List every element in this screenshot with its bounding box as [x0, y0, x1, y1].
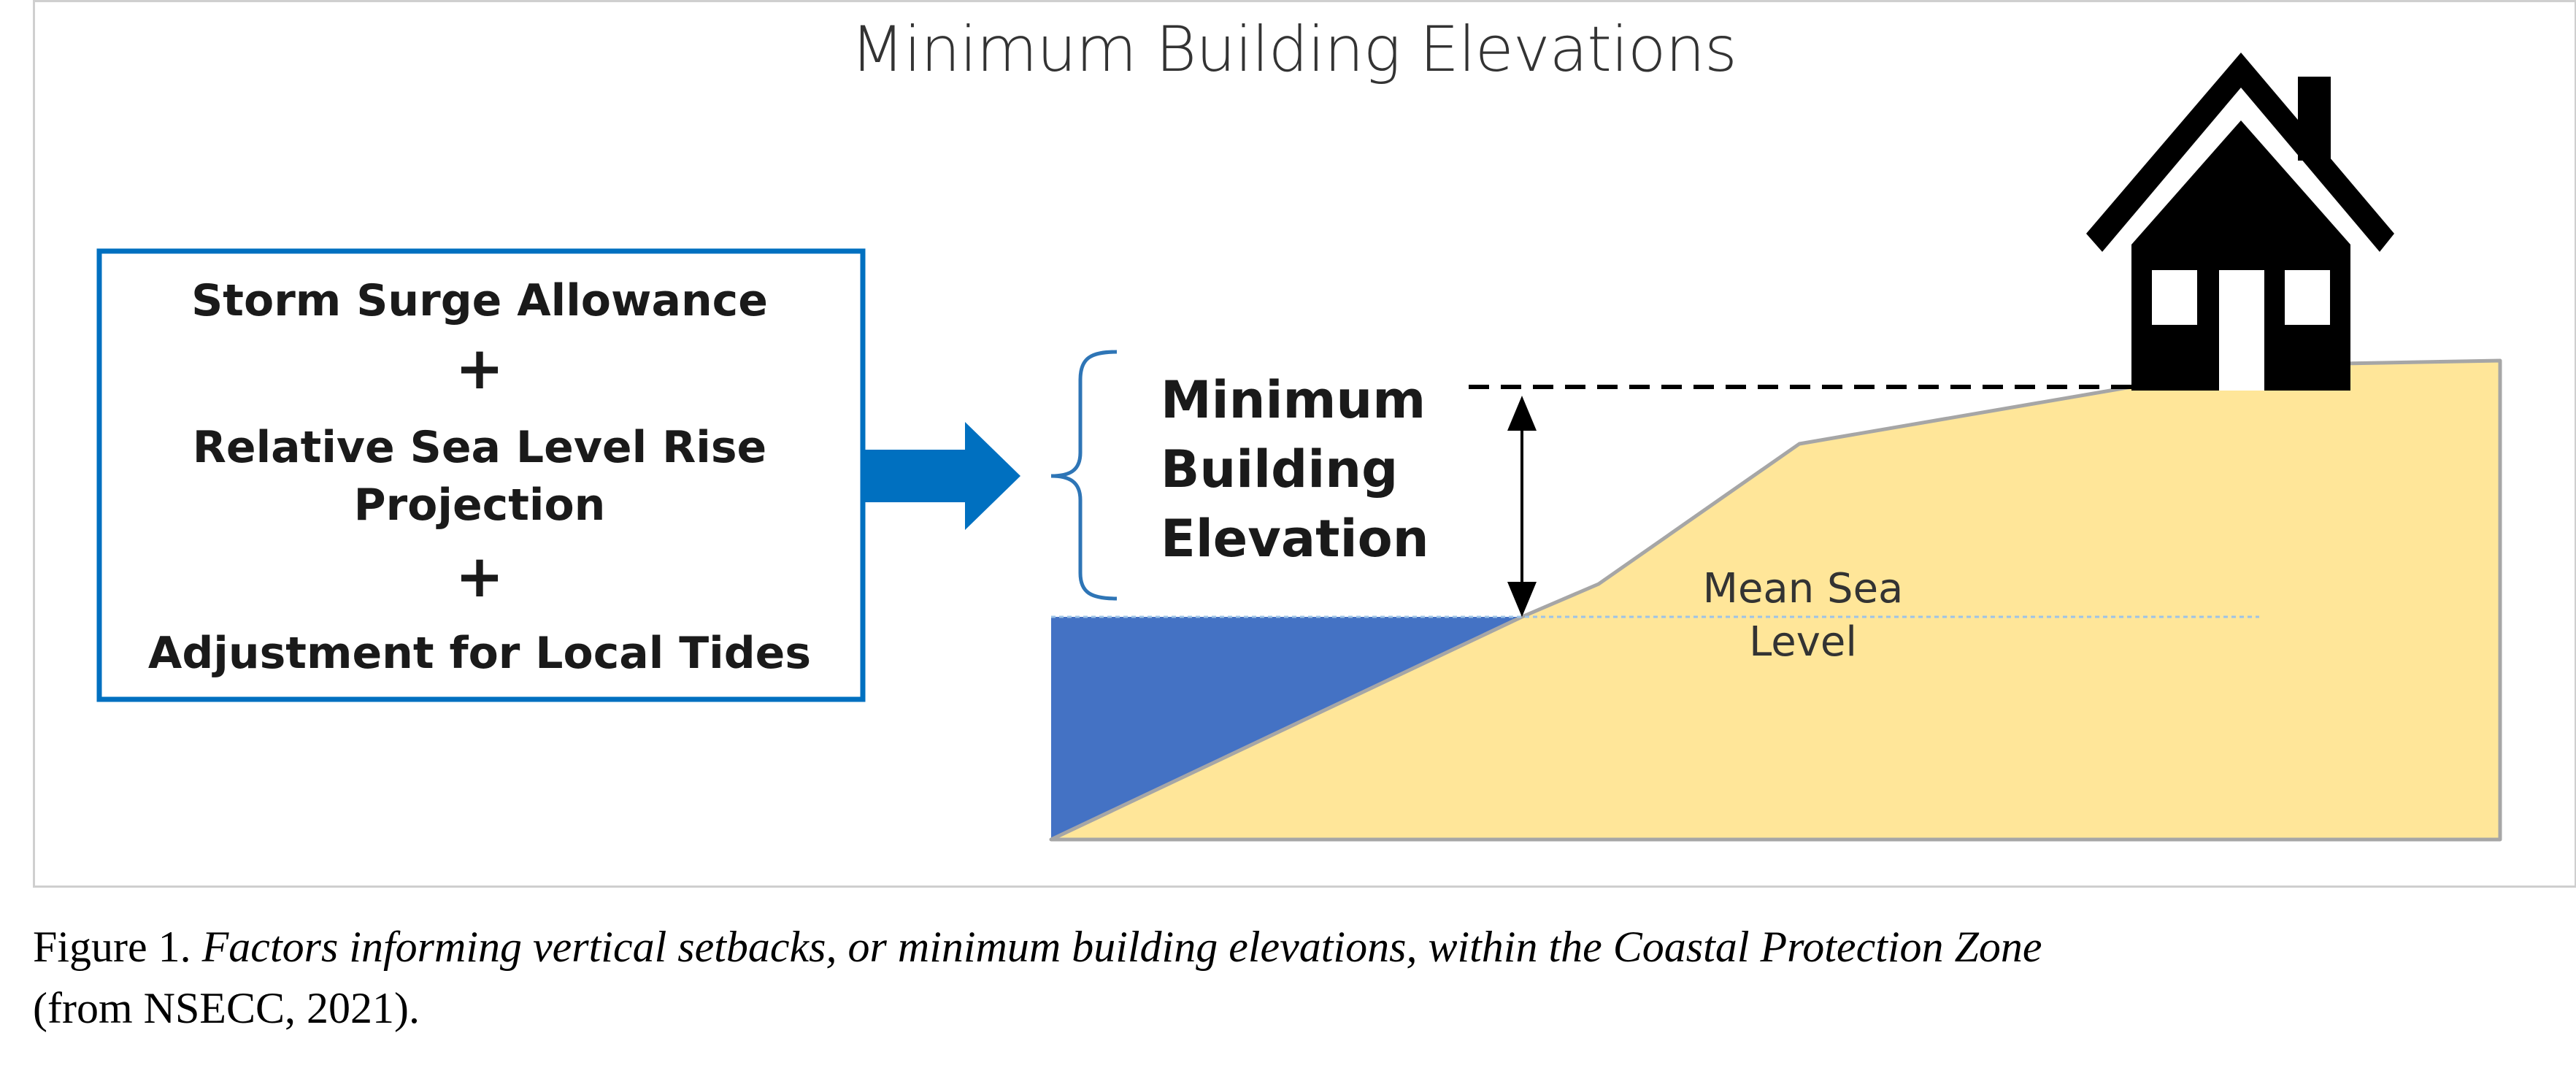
factor-plus-1: + — [455, 334, 504, 402]
factor-local-tides: Adjustment for Local Tides — [148, 628, 811, 679]
factors-box — [96, 248, 866, 702]
factor-projection: Projection — [354, 480, 606, 531]
sea-level-label-line1: Mean Sea — [1703, 565, 1904, 612]
diagram: Minimum Building Elevations Storm Surge … — [96, 13, 2502, 842]
factor-sea-level-rise: Relative Sea Level Rise — [193, 422, 767, 473]
caption-source: (from NSECC, 2021). — [33, 984, 420, 1032]
brace-icon — [1050, 350, 1118, 601]
caption-prefix: Figure 1. — [33, 923, 202, 971]
factor-plus-2: + — [455, 542, 504, 610]
factor-storm-surge: Storm Surge Allowance — [191, 275, 768, 326]
double-arrow-icon — [1507, 396, 1537, 617]
sea-level-label-line2: Level — [1749, 618, 1857, 666]
elevation-label-line1: Minimum — [1161, 370, 1426, 430]
elevation-label-line2: Building — [1161, 439, 1398, 499]
house-icon — [2086, 53, 2394, 391]
right-arrow-icon — [863, 422, 1020, 530]
elevation-label-line3: Elevation — [1161, 509, 1429, 569]
diagram-title: Minimum Building Elevations — [850, 13, 1737, 86]
figure-caption: Figure 1. Factors informing vertical set… — [33, 916, 2515, 1039]
caption-italic-text: Factors informing vertical setbacks, or … — [201, 923, 2042, 971]
